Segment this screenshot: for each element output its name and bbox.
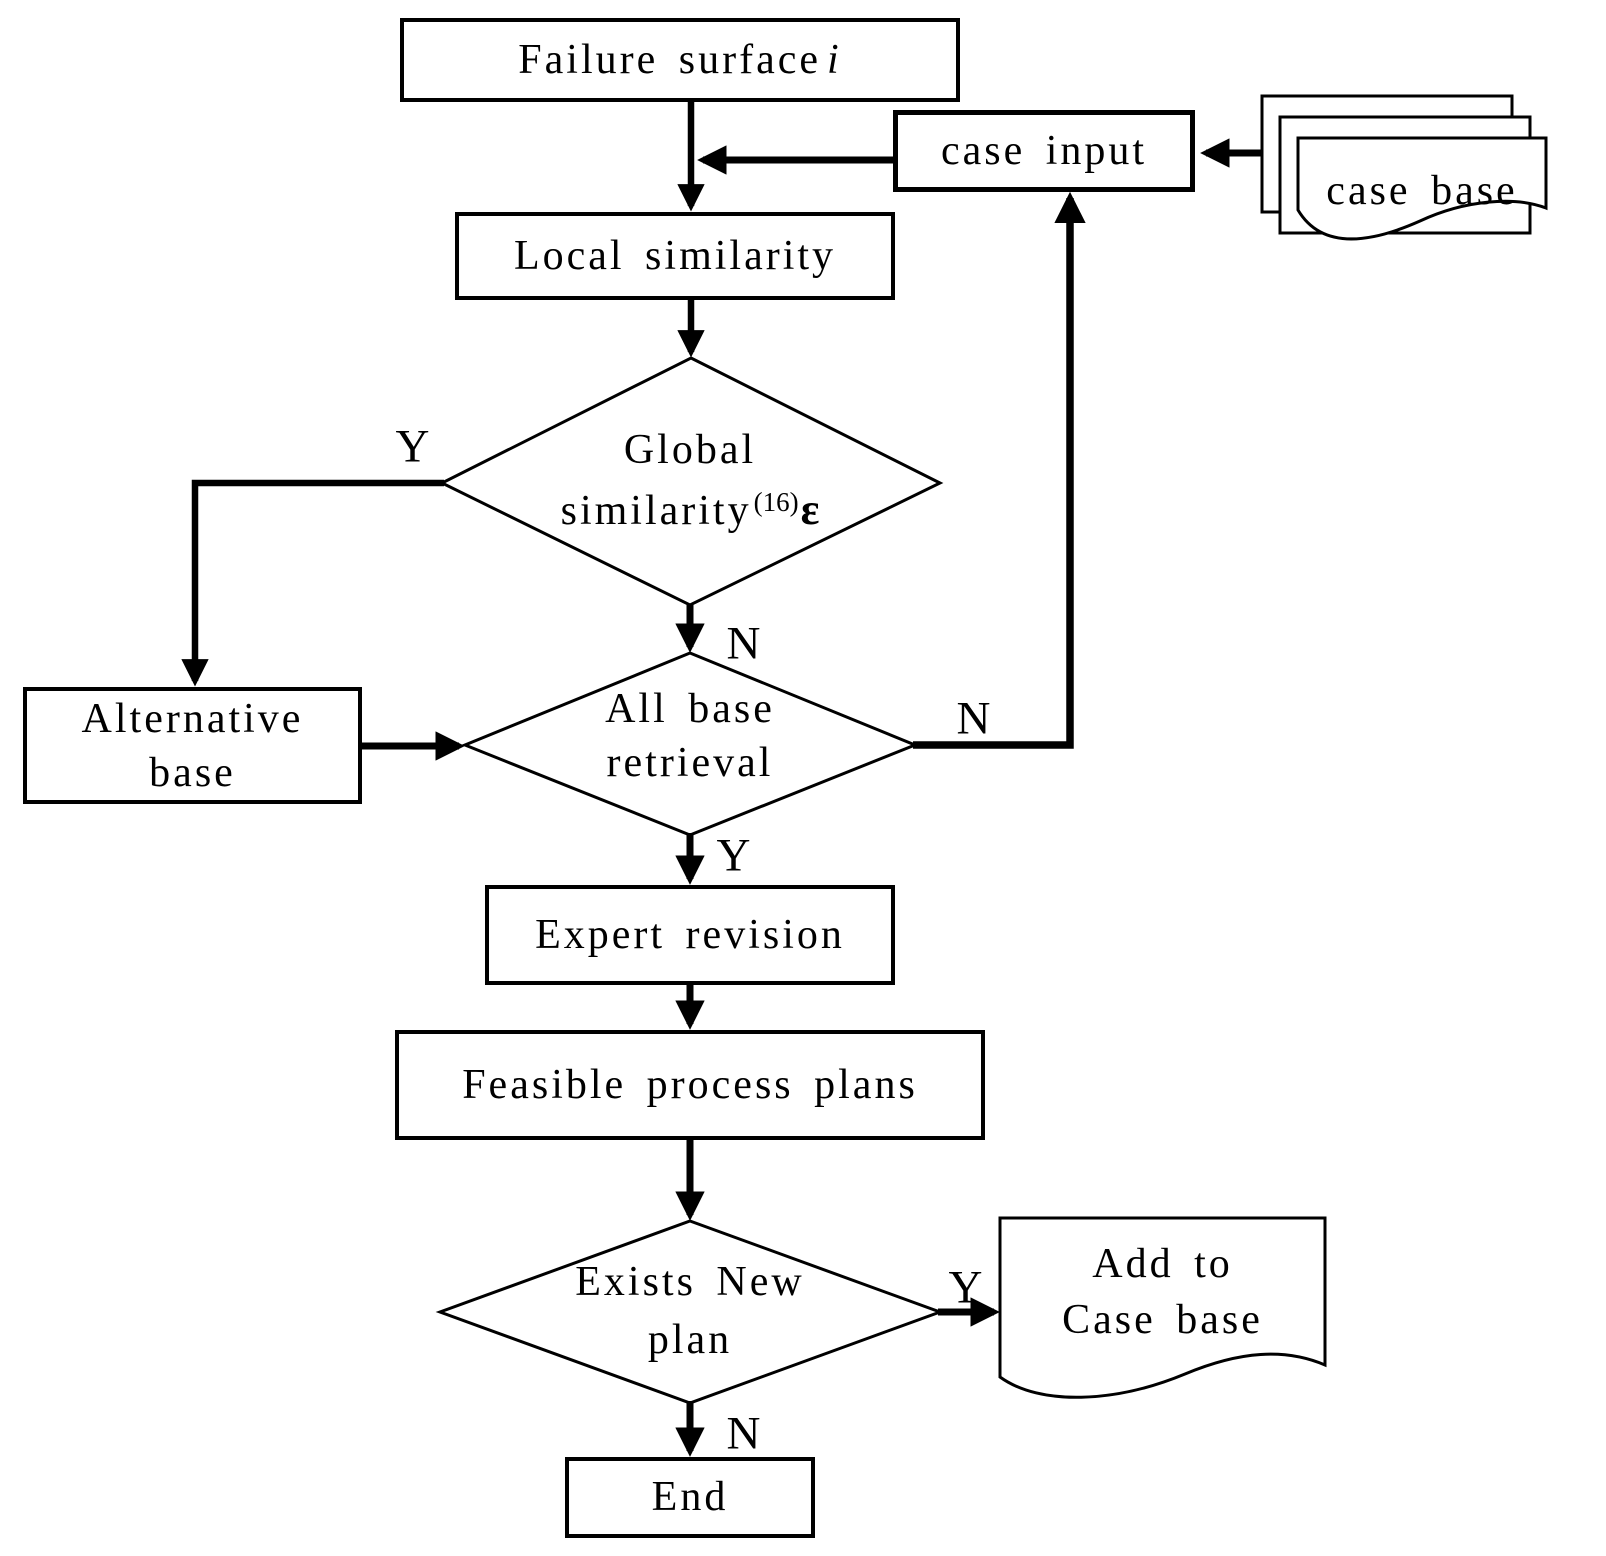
end-box: End xyxy=(565,1457,815,1538)
feasible-process-plans-label: Feasible process plans xyxy=(462,1061,918,1108)
failure-surface-variable: i xyxy=(827,36,842,83)
expert-revision-label: Expert revision xyxy=(535,911,845,958)
expert-revision-box: Expert revision xyxy=(485,885,895,985)
exists-new-plan-diamond xyxy=(435,1219,945,1405)
branch-label-all-base-no: N xyxy=(956,692,992,745)
case-base-document-shape xyxy=(1296,136,1548,241)
end-label: End xyxy=(651,1474,729,1521)
all-base-retrieval-diamond xyxy=(460,651,920,837)
global-similarity-diamond xyxy=(438,356,944,607)
case-input-label: case input xyxy=(940,127,1148,174)
local-similarity-label: Local similarity xyxy=(513,232,837,279)
branch-label-global-yes: Y xyxy=(395,420,431,473)
branch-label-exists-no: N xyxy=(726,1407,762,1460)
local-similarity-box: Local similarity xyxy=(455,212,895,300)
arrow-all-base-no-to-case-input xyxy=(913,191,1086,749)
branch-label-all-base-yes: Y xyxy=(716,829,752,882)
branch-label-global-no: N xyxy=(726,617,762,670)
case-input-box: case input xyxy=(893,110,1195,192)
feasible-process-plans-box: Feasible process plans xyxy=(395,1030,985,1140)
branch-label-exists-yes: Y xyxy=(948,1261,984,1314)
add-to-case-base-document-shape xyxy=(998,1216,1327,1399)
arrow-global-yes-to-alternative xyxy=(181,479,444,687)
